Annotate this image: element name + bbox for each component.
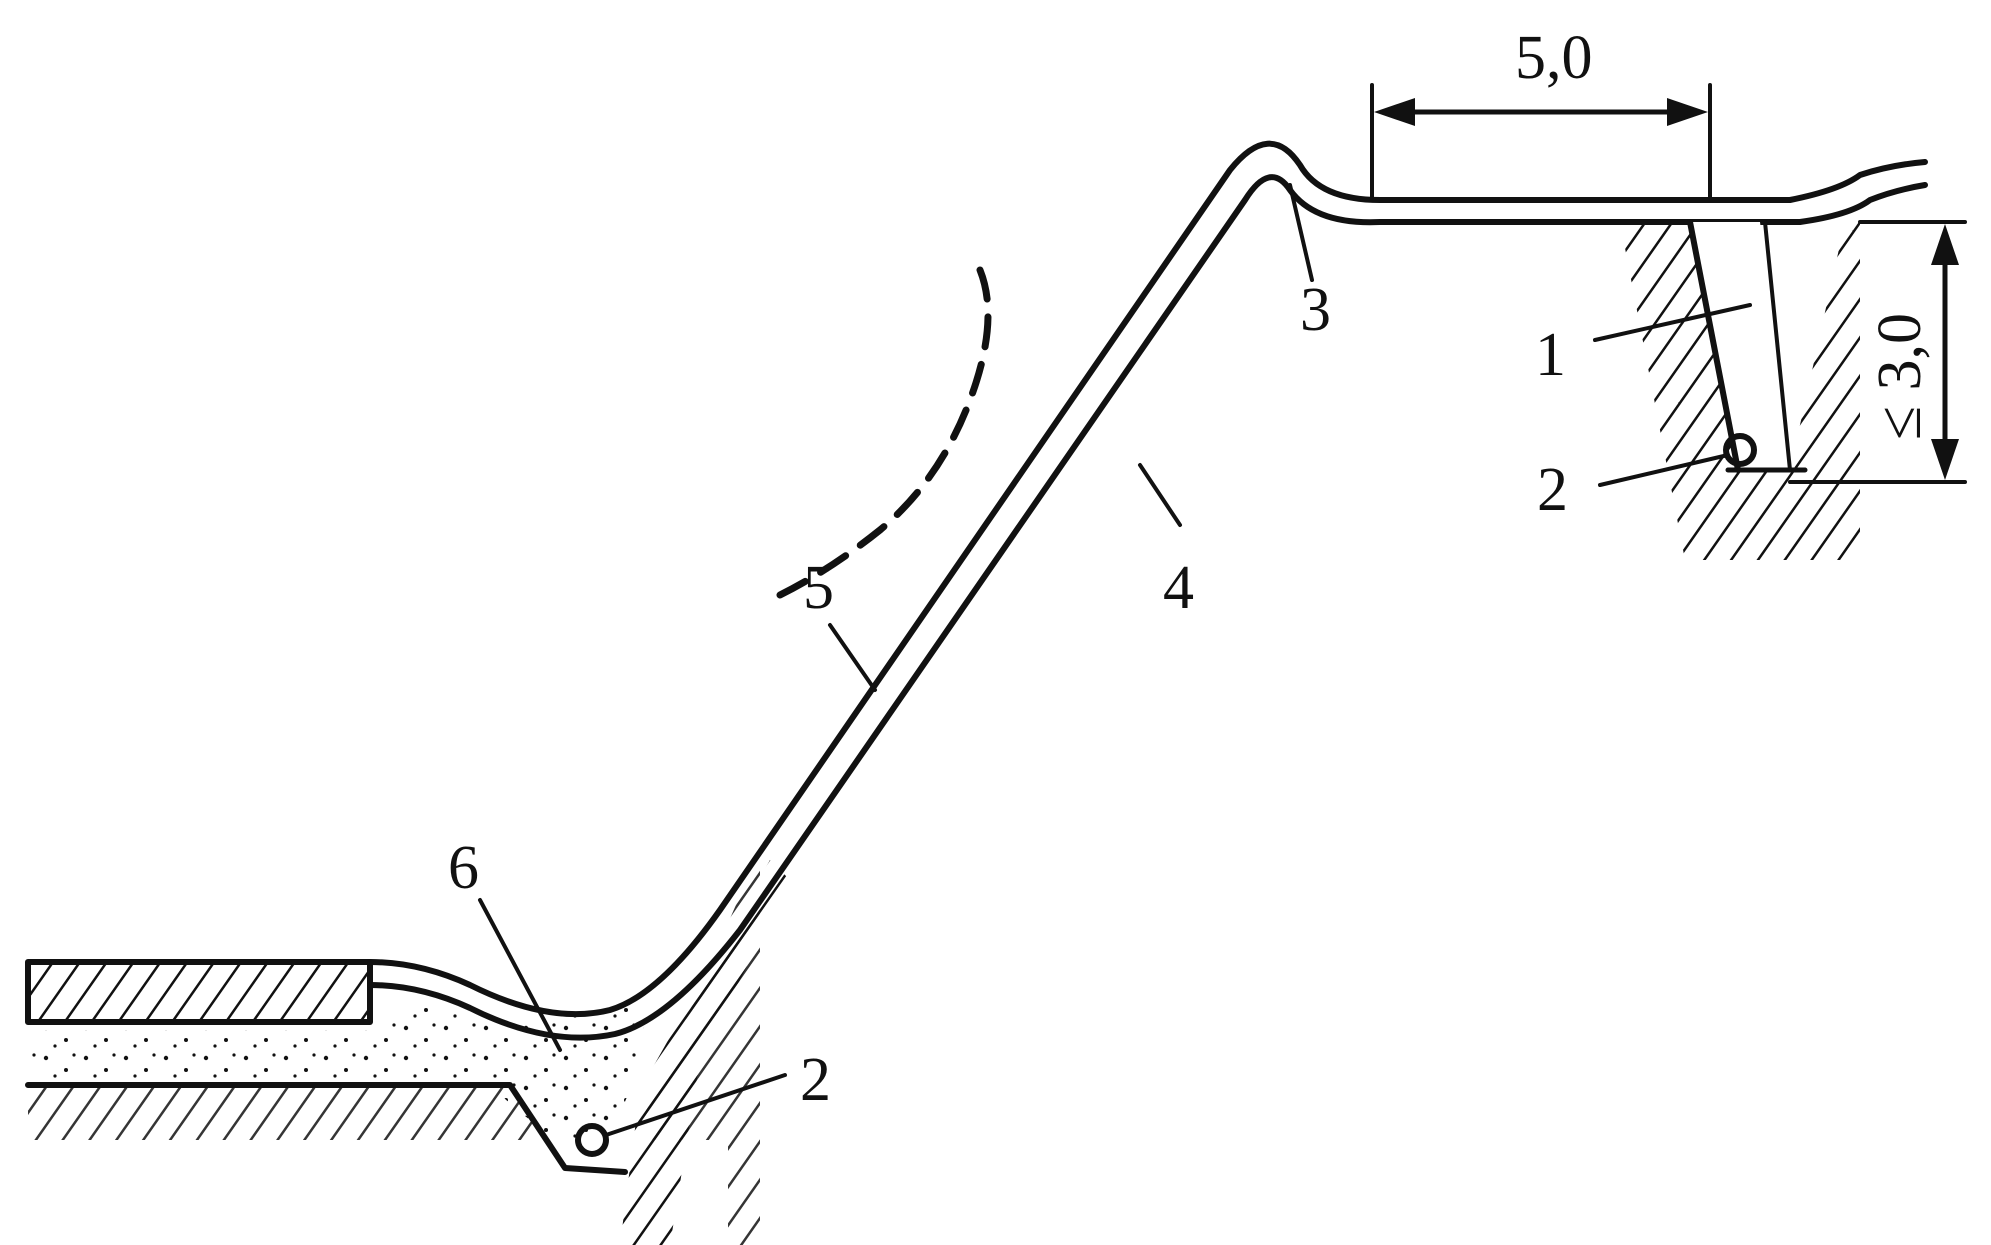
dimension-depth-label: ≤ 3,0 (1866, 313, 1934, 440)
label-2-left: 2 (800, 1046, 831, 1114)
label-1: 1 (1535, 321, 1566, 389)
slip-surface-4 (776, 266, 992, 599)
slope-toe-soil (620, 860, 790, 1245)
filter-layer (28, 1000, 650, 1180)
hatched-slab-outline (25, 959, 373, 1025)
dimension-width: 5,0 (1370, 24, 1712, 202)
drain-pipe-right (1723, 433, 1757, 467)
dimension-width-label: 5,0 (1515, 24, 1593, 92)
drain-pipe-left (575, 1123, 609, 1157)
slope-facing-5 (367, 140, 1928, 1041)
label-3: 3 (1300, 276, 1331, 344)
leader-lines (478, 183, 1752, 1137)
label-6: 6 (448, 834, 479, 902)
trench-fill-1 (1690, 222, 1790, 470)
label-4: 4 (1163, 554, 1194, 622)
trench-hatch (1620, 222, 1860, 560)
trench-outline (25, 1082, 628, 1175)
label-2-right: 2 (1537, 456, 1568, 524)
right-trench (1620, 219, 1860, 560)
label-5: 5 (803, 554, 834, 622)
left-ground (25, 850, 760, 1245)
dimension-depth: ≤ 3,0 (1788, 220, 1967, 484)
subsoil-cut (28, 1140, 728, 1245)
hatched-slab (28, 962, 370, 1022)
